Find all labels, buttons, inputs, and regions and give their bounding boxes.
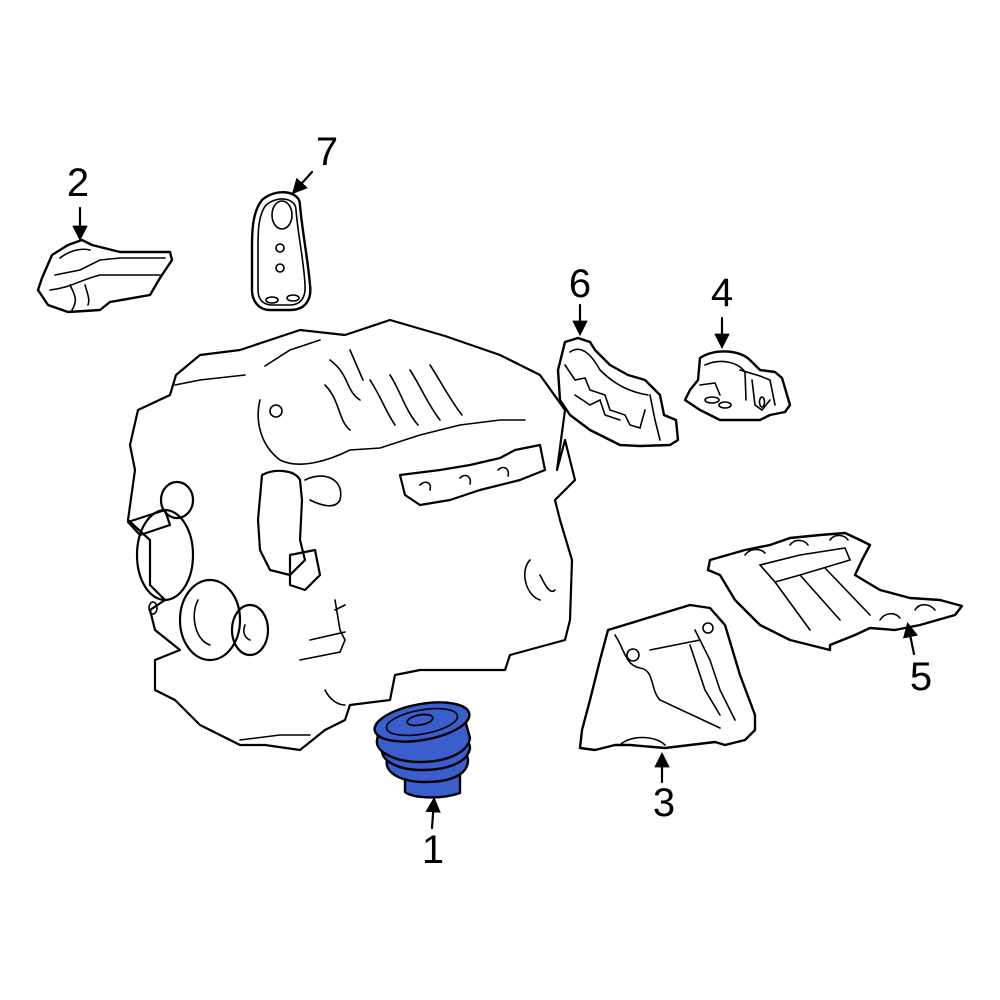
part-3-engine-mount-bracket xyxy=(578,603,757,784)
callout-4: 4 xyxy=(710,271,734,315)
part-6-mount-bracket xyxy=(556,303,680,448)
part-5-crossmember-support xyxy=(706,531,964,656)
part-1-engine-mount-insulator xyxy=(373,701,472,830)
callout-1: 1 xyxy=(421,828,445,872)
part-7-engine-bracket-plate xyxy=(250,170,314,312)
part-2-heat-shield xyxy=(36,206,174,314)
part-4-transmission-mount xyxy=(683,316,792,422)
callout-5: 5 xyxy=(909,655,933,699)
engine-block xyxy=(126,318,577,752)
callout-7: 7 xyxy=(315,130,339,174)
callout-3: 3 xyxy=(652,781,676,825)
callout-6: 6 xyxy=(568,262,592,306)
callout-2: 2 xyxy=(66,161,90,205)
